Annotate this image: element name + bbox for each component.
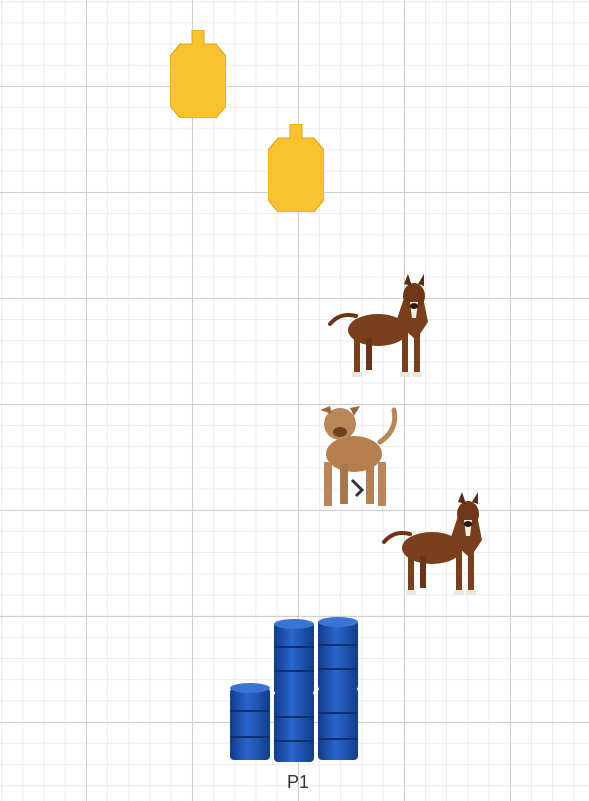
dog-1[interactable] xyxy=(326,272,436,384)
steel-target-1[interactable] xyxy=(170,30,226,118)
barrel-stack[interactable] xyxy=(226,616,366,764)
position-label: P1 xyxy=(270,772,326,793)
steel-target-2[interactable] xyxy=(268,124,324,212)
dog-3[interactable] xyxy=(380,490,490,602)
